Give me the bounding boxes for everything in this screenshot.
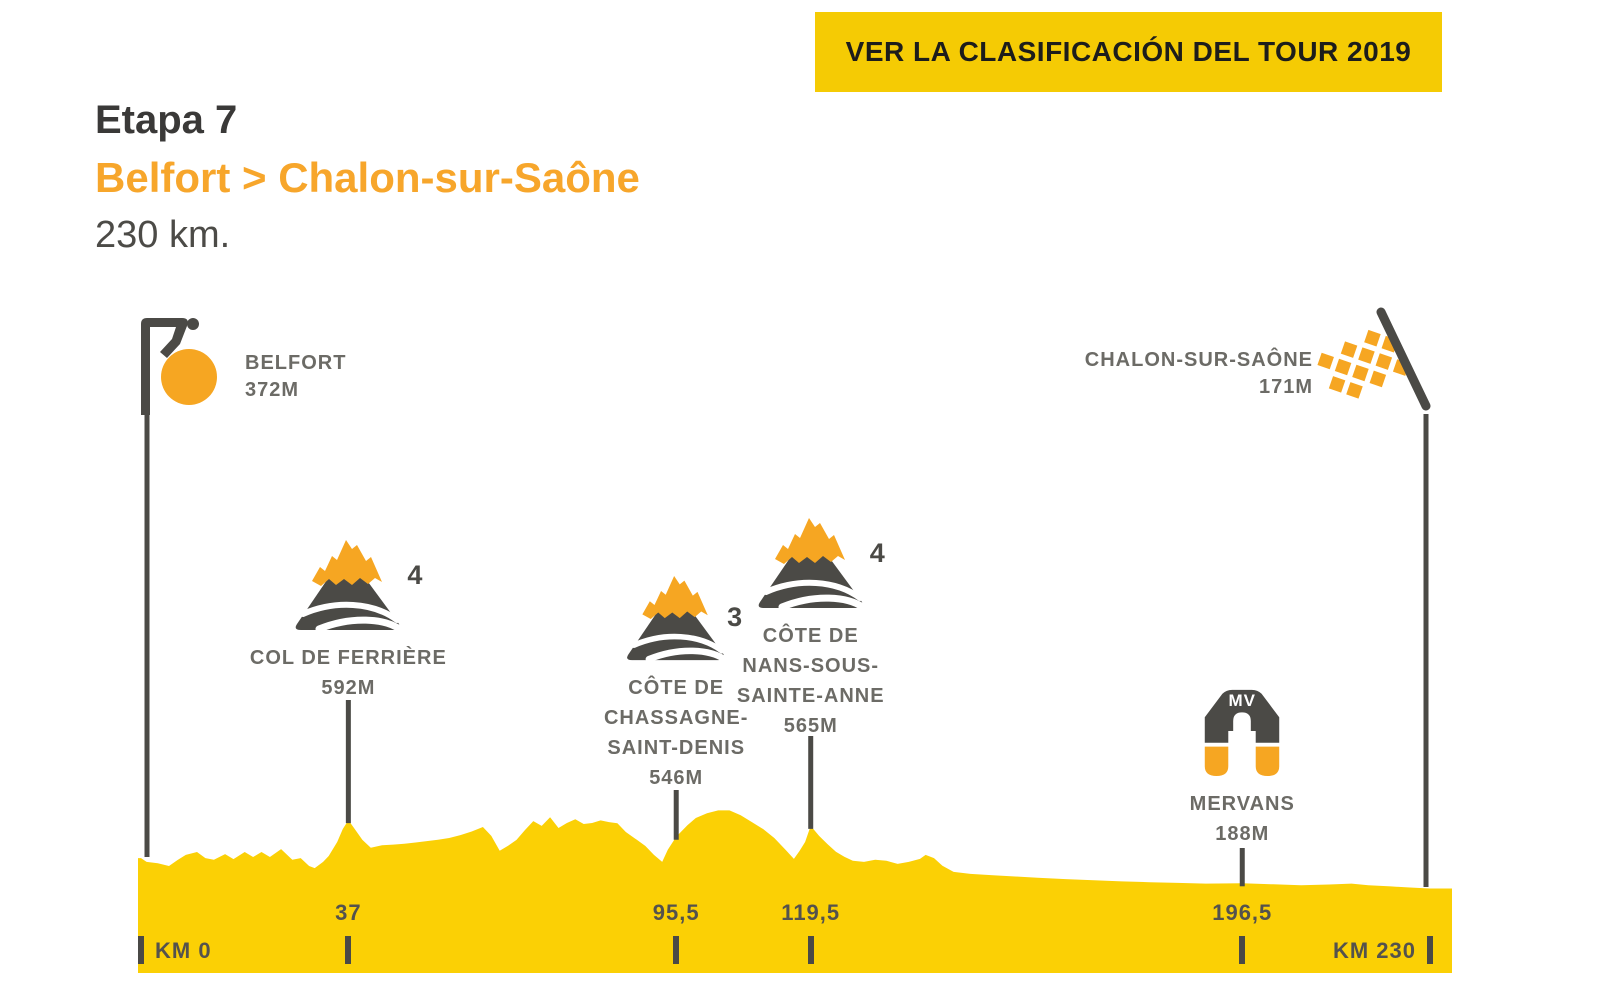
axis-tick xyxy=(807,936,814,964)
axis-tick xyxy=(345,936,352,964)
route-title: Belfort > Chalon-sur-Saône xyxy=(95,154,640,201)
finish-label-block: CHALON-SUR-SAÔNE 171M xyxy=(1085,347,1313,401)
axis-tick-label: 119,5 xyxy=(781,900,841,925)
axis-tick-label: 196,5 xyxy=(1212,900,1273,925)
start-marker xyxy=(136,314,231,416)
elevation-profile-shape xyxy=(138,810,1452,973)
axis-tick xyxy=(138,936,144,964)
checkered-flag-icon xyxy=(1317,307,1431,411)
finish-marker xyxy=(1293,298,1433,428)
cyclist-icon xyxy=(141,318,217,415)
finish-name: CHALON-SUR-SAÔNE xyxy=(1084,349,1313,371)
stage-title: Etapa 7 xyxy=(95,98,238,142)
axis-tick xyxy=(1427,936,1433,964)
start-name: BELFORT xyxy=(245,352,347,374)
classification-banner-button[interactable]: VER LA CLASIFICACIÓN DEL TOUR 2019 xyxy=(815,12,1442,92)
axis-tick-label: KM 0 xyxy=(155,938,212,963)
finish-elevation: 171M xyxy=(1258,376,1313,398)
start-elevation: 372M xyxy=(245,379,300,401)
axis-tick-label: 37 xyxy=(335,900,362,925)
axis-tick-label: 95,5 xyxy=(652,900,700,925)
axis-tick-label: KM 230 xyxy=(1332,938,1416,963)
axis-tick xyxy=(673,936,680,964)
start-label-block: BELFORT 372M xyxy=(245,350,346,404)
axis-tick xyxy=(1239,936,1246,964)
distance-label: 230 km. xyxy=(95,214,231,256)
